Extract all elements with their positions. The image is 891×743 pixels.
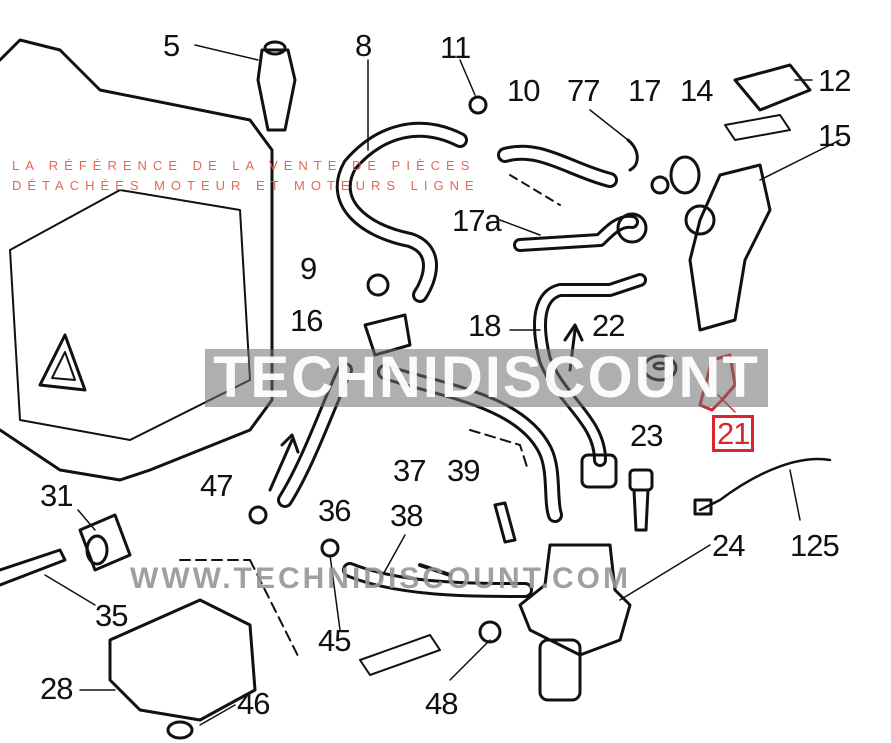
leader-line — [789, 469, 801, 521]
injection-pump-24 — [518, 543, 632, 657]
part-label: 18 — [468, 308, 501, 343]
part-label: 28 — [40, 671, 73, 706]
part-label: 8 — [355, 28, 372, 63]
part-label: 77 — [567, 73, 600, 108]
part-label: 39 — [447, 453, 480, 488]
hose-38-inner — [345, 565, 530, 595]
fuel-filter-28 — [108, 598, 257, 722]
flow-arrow — [268, 433, 300, 492]
part-label: 31 — [40, 478, 73, 513]
leader-line — [194, 44, 259, 61]
warning-triangle-icon — [38, 333, 87, 392]
screw-23-head — [628, 468, 654, 492]
clip-45 — [320, 538, 340, 558]
part-label: 47 — [200, 468, 233, 503]
part-label: 11 — [440, 30, 471, 65]
leader-line — [77, 509, 96, 531]
gasket-12 — [733, 63, 812, 112]
leader-line — [759, 139, 841, 181]
pipe-17a-fitting — [616, 212, 648, 244]
part-label: 15 — [818, 118, 851, 153]
part-39 — [493, 501, 517, 544]
clip-47 — [248, 505, 268, 525]
mesh-45 — [359, 634, 441, 676]
warning-triangle-inner — [51, 351, 76, 381]
fuel-tank — [0, 38, 274, 482]
part-label: 125 — [790, 528, 840, 563]
clip-77 — [626, 138, 639, 172]
part-label: 46 — [237, 686, 270, 721]
watermark-url: WWW.TECHNIDISCOUNT.COM — [130, 562, 631, 595]
clip-48 — [478, 620, 502, 644]
part-label: 23 — [630, 418, 663, 453]
screw-23-shaft — [632, 488, 650, 532]
hose-8-inner — [338, 124, 465, 300]
part-label: 9 — [300, 251, 317, 286]
part-label: 17a — [452, 203, 502, 238]
part-label: 12 — [818, 63, 851, 98]
watermark-tagline-1: LA RÉFÉRENCE DE LA VENTE DE PIÈCES — [12, 158, 476, 173]
leader-line — [449, 639, 491, 681]
injector-15-port — [684, 204, 716, 236]
rod-35 — [0, 548, 67, 587]
part-label: 48 — [425, 686, 458, 721]
part-label: 10 — [507, 73, 540, 108]
wire-125 — [698, 457, 832, 512]
fitting-17 — [669, 155, 701, 195]
fitting-17-small — [650, 175, 670, 195]
leader-line — [379, 534, 406, 581]
wire-125-connector — [693, 498, 713, 516]
part-label: 16 — [290, 303, 323, 338]
part-label: 35 — [95, 598, 128, 633]
watermark-brand: TECHNIDISCOUNT — [205, 349, 768, 407]
part-label-highlighted[interactable]: 21 — [712, 415, 755, 452]
injection-pump-24-base — [538, 638, 582, 702]
filler-cap — [256, 48, 297, 132]
flow-arrow — [509, 174, 561, 206]
flow-arrow — [469, 429, 529, 471]
hose-10-inner — [500, 147, 615, 185]
clip-9 — [366, 273, 390, 297]
leader-line — [499, 219, 541, 236]
filter-31-opening — [85, 534, 109, 566]
part-label: 45 — [318, 623, 351, 658]
part-label: 36 — [318, 493, 351, 528]
filler-cap-top — [263, 40, 287, 56]
part-label: 17 — [628, 73, 661, 108]
ring-46 — [166, 720, 194, 740]
part-label: 22 — [592, 308, 625, 343]
pipe-17a-inner — [516, 217, 636, 249]
injector-15 — [688, 163, 772, 332]
leader-line — [589, 109, 629, 141]
part-label: 14 — [680, 73, 713, 108]
filter-31 — [78, 513, 132, 572]
leader-line — [44, 574, 96, 606]
watermark-tagline-2: DÉTACHÉES MOTEUR ET MOTEURS LIGNE — [12, 178, 480, 193]
leader-line — [459, 59, 476, 96]
gasket-14 — [724, 114, 791, 141]
clip-11 — [468, 95, 488, 115]
part-label: 38 — [390, 498, 423, 533]
part-label: 5 — [163, 28, 180, 63]
leader-line — [329, 554, 341, 631]
pipe-18-nut — [580, 453, 618, 489]
tee-16 — [363, 313, 412, 357]
part-label: 24 — [712, 528, 745, 563]
leader-line — [619, 544, 711, 601]
part-label: 37 — [393, 453, 426, 488]
dashed-guide — [179, 559, 301, 661]
flow-arrow — [418, 563, 452, 577]
leader-line — [199, 704, 236, 726]
